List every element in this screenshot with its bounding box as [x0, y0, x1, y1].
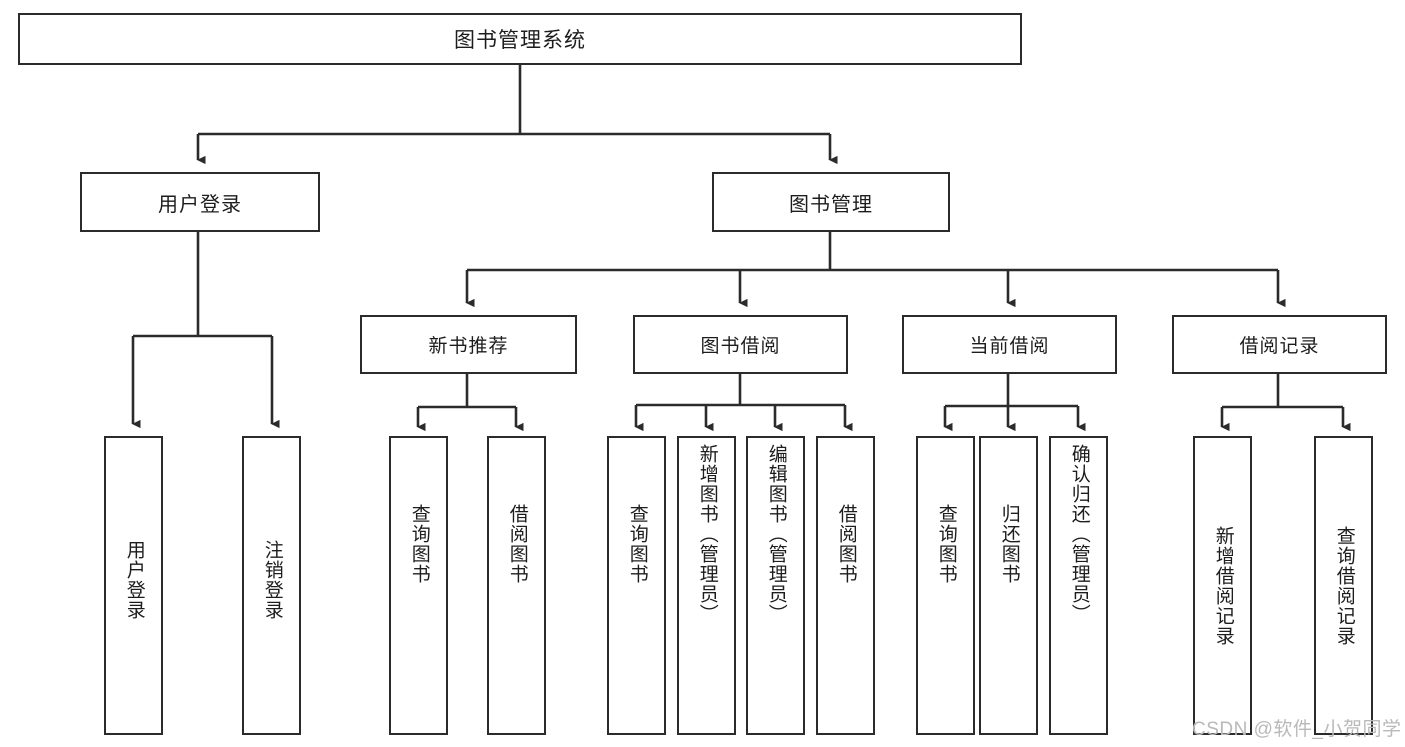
leaf-label: 查询图书: [626, 504, 648, 584]
leaf-label: 新增图书（管理员）: [696, 444, 718, 624]
leaf-label: 查询图书: [408, 504, 430, 584]
node-book-manage[interactable]: 图书管理: [712, 172, 950, 232]
node-leaf-add-record[interactable]: 新增借阅记录: [1193, 436, 1252, 735]
leaf-label: 用户登录: [123, 540, 145, 620]
node-leaf-query-book-2[interactable]: 查询图书: [607, 436, 666, 735]
leaf-label: 新增借阅记录: [1212, 526, 1234, 646]
leaf-label: 确认归还（管理员）: [1068, 444, 1090, 624]
node-leaf-add-book[interactable]: 新增图书（管理员）: [677, 436, 736, 735]
node-leaf-query-book-1[interactable]: 查询图书: [389, 436, 448, 735]
node-leaf-logout[interactable]: 注销登录: [242, 436, 301, 735]
node-new-book-rec[interactable]: 新书推荐: [360, 315, 577, 374]
node-borrow-record[interactable]: 借阅记录: [1172, 315, 1387, 374]
leaf-label: 借阅图书: [506, 504, 528, 584]
csdn-watermark: CSDN @软件_小贺同学: [1192, 719, 1402, 740]
node-current-borrow[interactable]: 当前借阅: [902, 315, 1117, 374]
node-book-borrow[interactable]: 图书借阅: [633, 315, 848, 374]
leaf-label: 归还图书: [998, 504, 1020, 584]
node-leaf-query-book-3[interactable]: 查询图书: [916, 436, 975, 735]
node-leaf-edit-book[interactable]: 编辑图书（管理员）: [746, 436, 805, 735]
node-leaf-confirm-return[interactable]: 确认归还（管理员）: [1049, 436, 1108, 735]
node-leaf-query-record[interactable]: 查询借阅记录: [1314, 436, 1373, 735]
node-user-login[interactable]: 用户登录: [80, 172, 320, 232]
leaf-label: 查询借阅记录: [1333, 526, 1355, 646]
leaf-label: 注销登录: [261, 540, 283, 620]
node-root[interactable]: 图书管理系统: [18, 13, 1022, 65]
node-leaf-borrow-book-2[interactable]: 借阅图书: [816, 436, 875, 735]
leaf-label: 编辑图书（管理员）: [765, 444, 787, 624]
node-leaf-return-book[interactable]: 归还图书: [979, 436, 1038, 735]
leaf-label: 借阅图书: [835, 504, 857, 584]
node-leaf-borrow-book-1[interactable]: 借阅图书: [487, 436, 546, 735]
leaf-label: 查询图书: [935, 504, 957, 584]
node-leaf-user-login[interactable]: 用户登录: [104, 436, 163, 735]
